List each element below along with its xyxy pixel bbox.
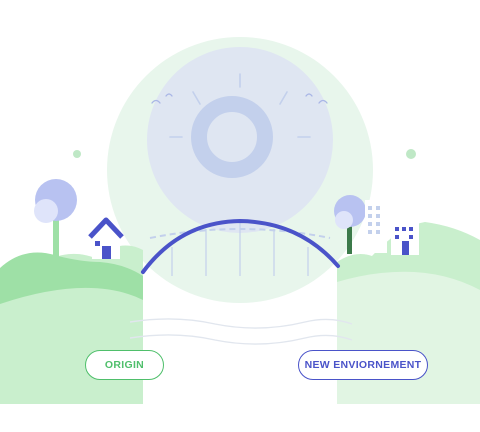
new-environment-label: NEW ENVIORNEMENT — [298, 350, 428, 380]
right-landscape — [334, 195, 480, 404]
sun-icon — [107, 37, 373, 303]
building-icon — [365, 200, 387, 253]
building-icon — [391, 222, 419, 255]
dot-left — [73, 150, 81, 158]
dot-right — [406, 149, 416, 159]
river-icon — [129, 318, 353, 345]
origin-label: ORIGIN — [85, 350, 164, 380]
bridge-icon — [141, 218, 340, 276]
house-icon — [88, 217, 124, 259]
tree-icon — [34, 179, 77, 259]
tree-icon — [334, 195, 366, 254]
